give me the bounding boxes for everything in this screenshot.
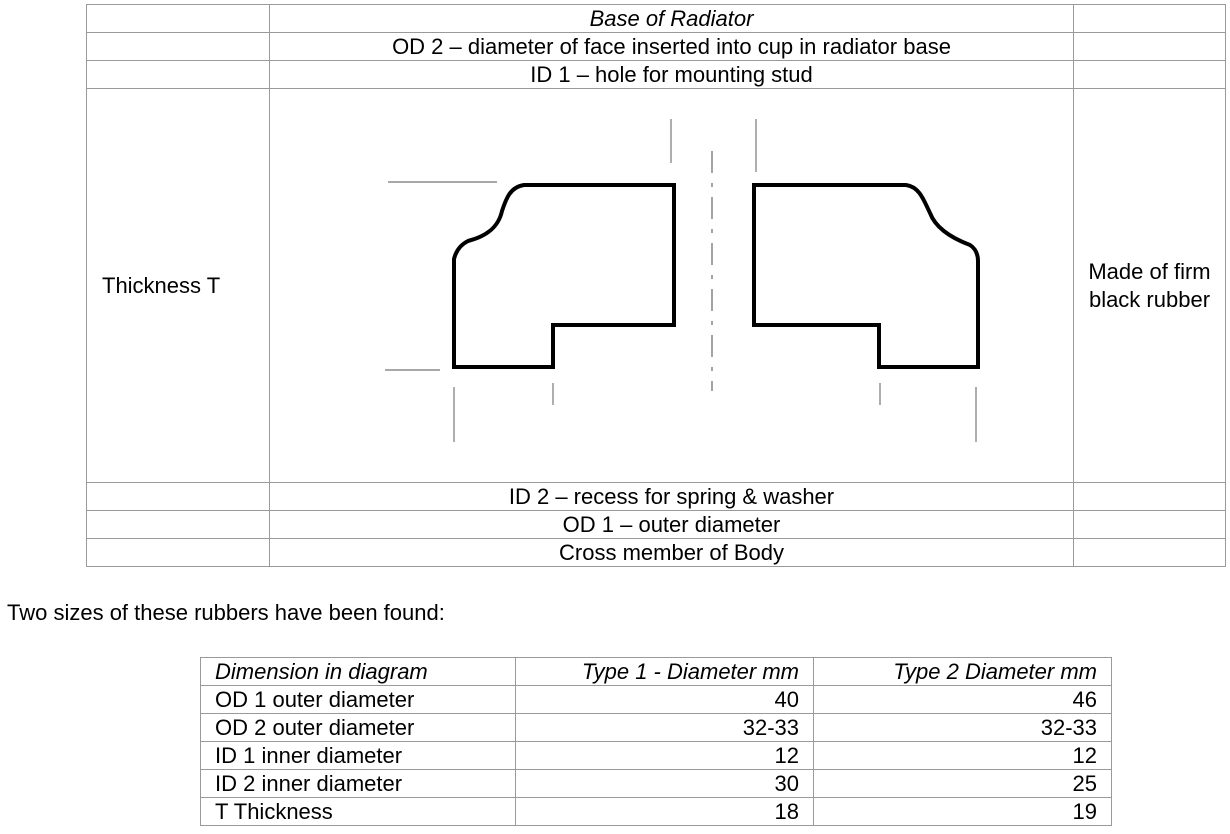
type1-cell: 30 — [515, 769, 814, 798]
diagram-row-radiator-base: Base of Radiator — [86, 4, 1226, 33]
type2-cell: 25 — [813, 769, 1112, 798]
id1-label: ID 1 – hole for mounting stud — [269, 60, 1074, 89]
empty-cell — [86, 4, 270, 33]
empty-cell — [86, 482, 270, 511]
type1-cell: 18 — [515, 797, 814, 826]
diagram-row-id1: ID 1 – hole for mounting stud — [86, 60, 1226, 89]
type2-cell: 12 — [813, 741, 1112, 770]
diagram-row-drawing: Thickness T — [86, 88, 1226, 483]
diagram-table: Base of Radiator OD 2 – diameter of face… — [86, 4, 1226, 567]
empty-cell — [1073, 60, 1226, 89]
type1-cell: 40 — [515, 685, 814, 714]
radiator-base-label: Base of Radiator — [269, 4, 1074, 33]
empty-cell — [86, 510, 270, 539]
table-row: OD 2 outer diameter 32-33 32-33 — [200, 713, 1112, 742]
dimension-cell: OD 1 outer diameter — [200, 685, 516, 714]
right-rubber-profile — [752, 183, 980, 369]
cross-section-svg — [385, 119, 980, 442]
empty-cell — [1073, 32, 1226, 61]
left-rubber-profile — [452, 183, 676, 369]
type1-cell: 12 — [515, 741, 814, 770]
dimension-cell: ID 2 inner diameter — [200, 769, 516, 798]
dimension-cell: T Thickness — [200, 797, 516, 826]
type2-cell: 32-33 — [813, 713, 1112, 742]
empty-cell — [86, 538, 270, 567]
table-row: ID 1 inner diameter 12 12 — [200, 741, 1112, 770]
od2-label: OD 2 – diameter of face inserted into cu… — [269, 32, 1074, 61]
empty-cell — [86, 32, 270, 61]
empty-cell — [1073, 510, 1226, 539]
empty-cell — [1073, 538, 1226, 567]
empty-cell — [1073, 482, 1226, 511]
od1-label: OD 1 – outer diameter — [269, 510, 1074, 539]
empty-cell — [86, 60, 270, 89]
dimension-cell: ID 1 inner diameter — [200, 741, 516, 770]
cross-member-label: Cross member of Body — [269, 538, 1074, 567]
table-row: T Thickness 18 19 — [200, 797, 1112, 826]
thickness-label: Thickness T — [86, 88, 270, 483]
id2-label: ID 2 – recess for spring & washer — [269, 482, 1074, 511]
column-header: Type 2 Diameter mm — [813, 657, 1112, 686]
material-label: Made of firm black rubber — [1073, 88, 1226, 483]
intro-paragraph: Two sizes of these rubbers have been fou… — [7, 600, 445, 625]
dimension-cell: OD 2 outer diameter — [200, 713, 516, 742]
type1-cell: 32-33 — [515, 713, 814, 742]
table-row: OD 1 outer diameter 40 46 — [200, 685, 1112, 714]
type2-cell: 46 — [813, 685, 1112, 714]
column-header: Type 1 - Diameter mm — [515, 657, 814, 686]
diagram-row-id2: ID 2 – recess for spring & washer — [86, 482, 1226, 511]
diagram-row-cross-member: Cross member of Body — [86, 538, 1226, 567]
column-header: Dimension in diagram — [200, 657, 516, 686]
diagram-row-od2: OD 2 – diameter of face inserted into cu… — [86, 32, 1226, 61]
table-row: ID 2 inner diameter 30 25 — [200, 769, 1112, 798]
rubber-cross-section-drawing — [269, 88, 1074, 483]
sizes-table: Dimension in diagram Type 1 - Diameter m… — [200, 657, 1112, 826]
sizes-table-header: Dimension in diagram Type 1 - Diameter m… — [200, 657, 1112, 686]
type2-cell: 19 — [813, 797, 1112, 826]
empty-cell — [1073, 4, 1226, 33]
diagram-row-od1: OD 1 – outer diameter — [86, 510, 1226, 539]
